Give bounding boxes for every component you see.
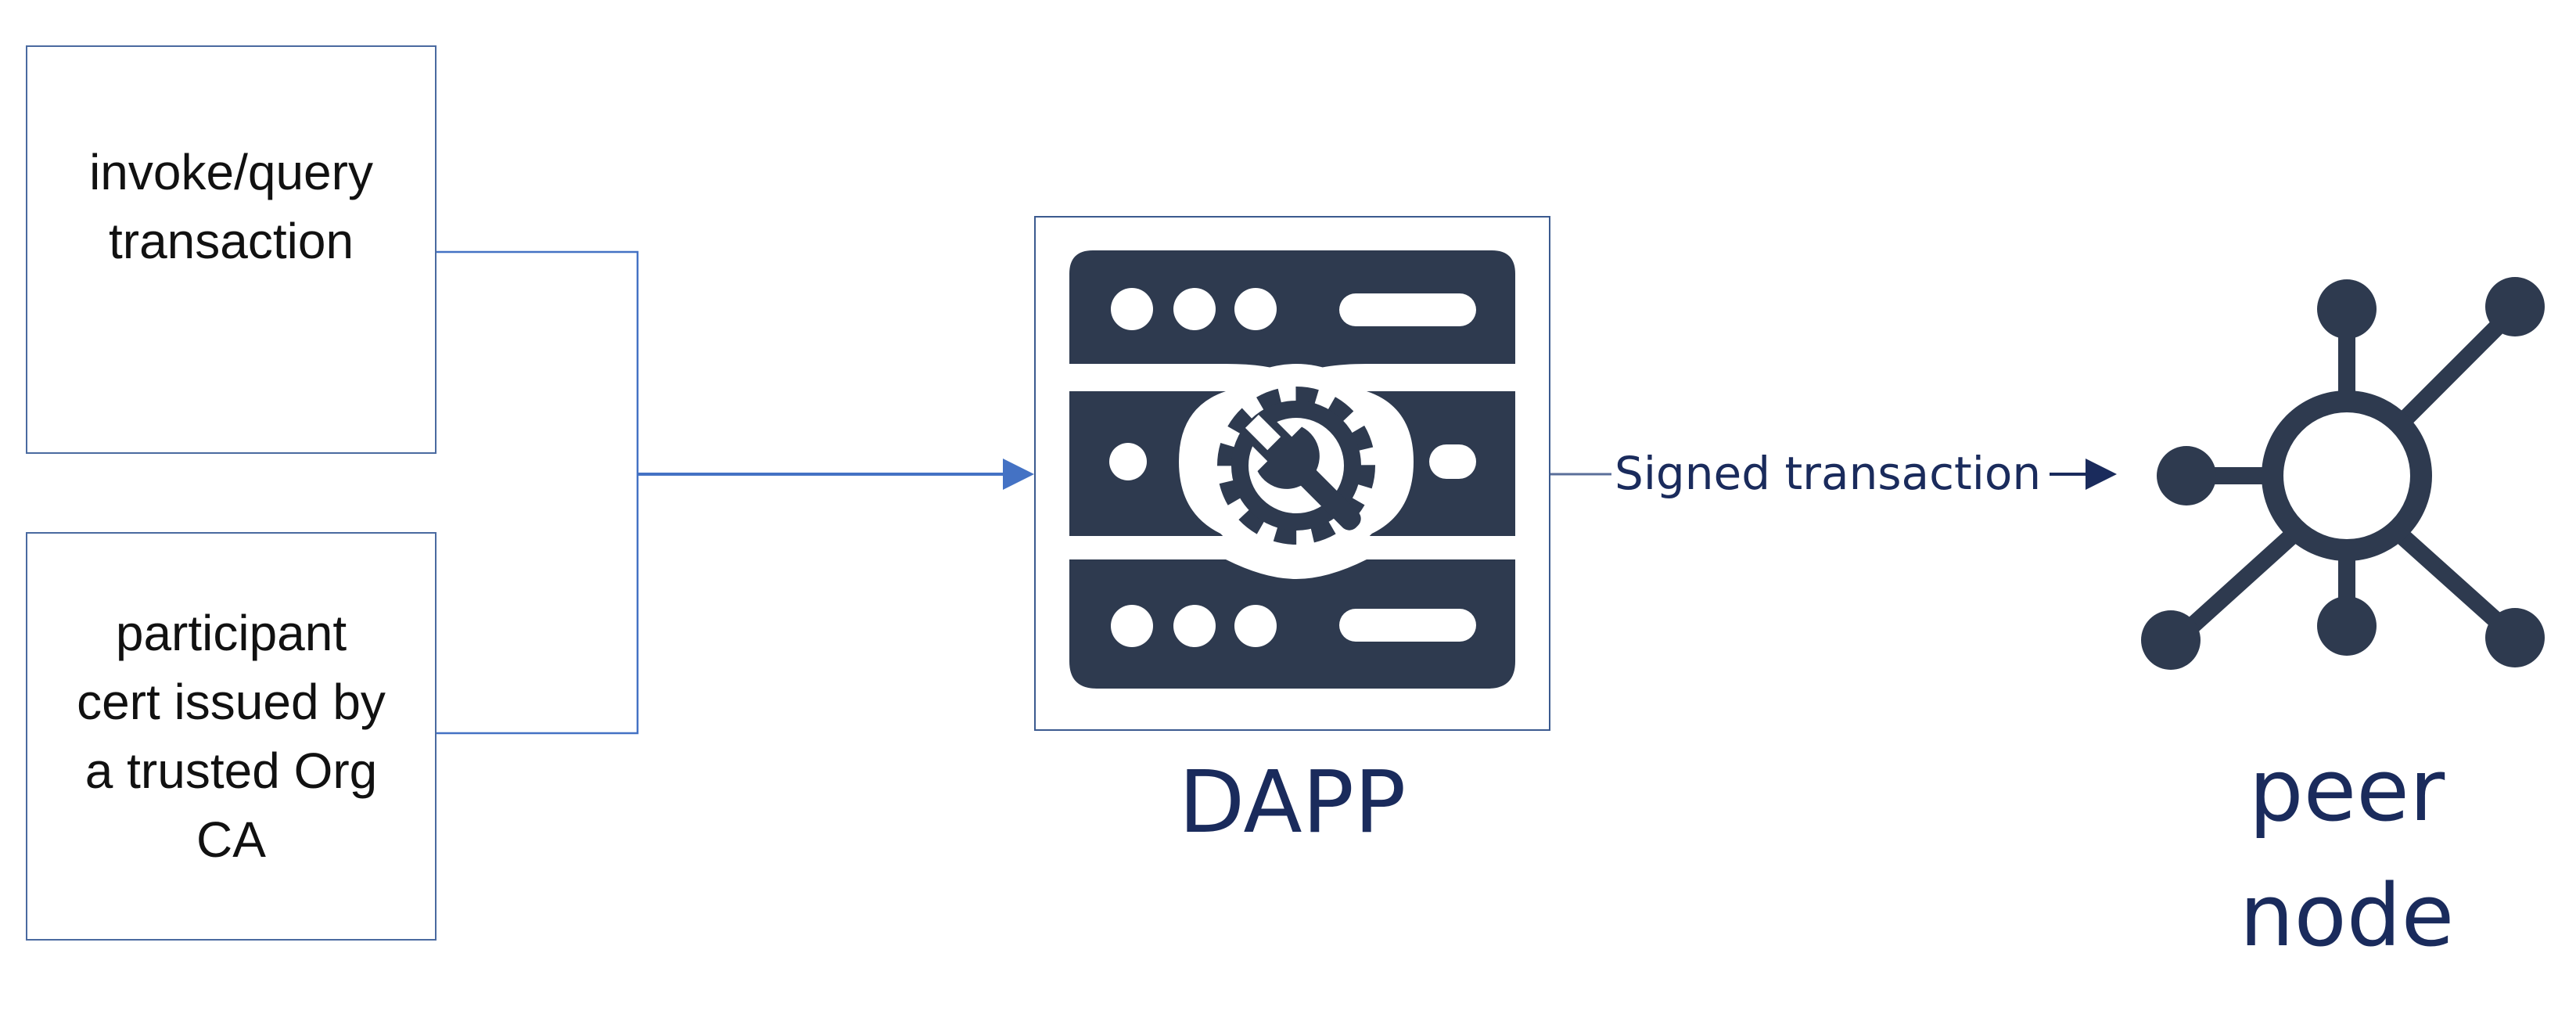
peer-node-label: peer node xyxy=(2239,740,2455,966)
participant-cert-label: participant cert issued by a trusted Org… xyxy=(77,605,386,868)
invoke-query-box: invoke/query transaction xyxy=(26,45,437,454)
dapp-label: DAPP xyxy=(1178,752,1407,852)
invoke-query-label: invoke/query transaction xyxy=(89,144,373,269)
server-gear-icon xyxy=(1069,250,1515,689)
network-hub-icon xyxy=(2141,277,2545,670)
connector-from-invoke xyxy=(437,250,639,735)
participant-cert-box: participant cert issued by a trusted Org… xyxy=(26,532,437,941)
dapp-box xyxy=(1034,216,1550,731)
signed-transaction-label: Signed transaction xyxy=(1611,442,2045,505)
